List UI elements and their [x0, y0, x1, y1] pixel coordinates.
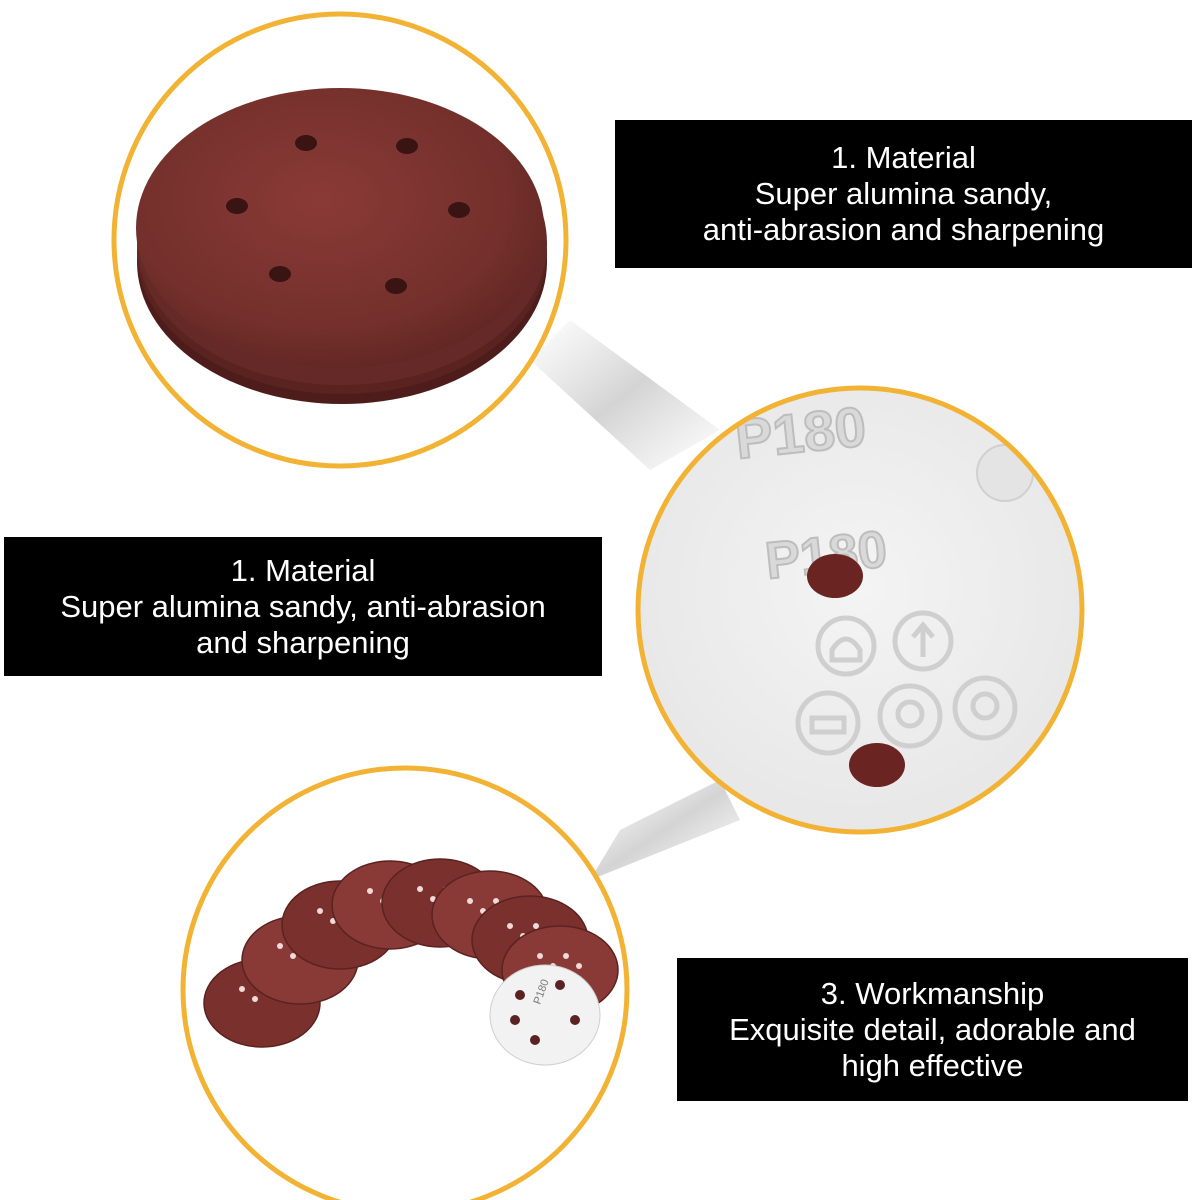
dust-hole-lower: [849, 743, 905, 787]
bottom-detail-circle: P180: [180, 765, 630, 1200]
connector-beam-top: [530, 320, 720, 470]
velcro-dot: [976, 444, 1034, 502]
backing-disc-hole: [530, 1035, 540, 1045]
caption-title: 1. Material: [230, 552, 376, 588]
backing-disc-hole: [515, 990, 525, 1000]
caption-line: and sharpening: [196, 624, 410, 660]
backing-disc: [489, 964, 601, 1066]
caption-title: 1. Material: [831, 140, 976, 175]
caption-title: 3. Workmanship: [820, 975, 1045, 1011]
fanned-disc-hole: [417, 886, 423, 892]
safety-symbol-icon: [795, 610, 1018, 756]
dust-hole-upper: [807, 554, 863, 598]
caption-line: anti-abrasion and sharpening: [702, 212, 1105, 247]
fanned-disc-hole: [533, 923, 539, 929]
backing-disc-hole: [510, 1015, 520, 1025]
fanned-disc-hole: [537, 953, 543, 959]
middle-detail-circle: P180 P180: [635, 385, 1085, 835]
caption-line: Exquisite detail, adorable and: [729, 1011, 1136, 1047]
backing-disc-hole: [570, 1015, 580, 1025]
fanned-disc-hole: [493, 898, 499, 904]
fanned-disc-hole: [507, 923, 513, 929]
caption-workmanship: 3. Workmanship Exquisite detail, adorabl…: [677, 958, 1188, 1101]
fanned-disc-hole: [252, 996, 258, 1002]
fanned-disc-hole: [576, 963, 582, 969]
fanned-disc-hole: [290, 953, 296, 959]
fanned-disc-hole: [467, 898, 473, 904]
grit-label-middle: P180: [763, 520, 890, 590]
fanned-disc-hole: [317, 908, 323, 914]
connector-beam-bottom: [590, 780, 740, 880]
sanding-disc-icon: [226, 135, 470, 294]
top-detail-circle: [111, 11, 569, 469]
fanned-disc-hole: [277, 943, 283, 949]
fanned-disc-hole: [563, 953, 569, 959]
caption-line: high effective: [841, 1047, 1024, 1083]
fanned-disc-hole: [367, 888, 373, 894]
caption-line: Super alumina sandy, anti-abrasion: [60, 588, 546, 624]
backing-disc-hole: [555, 980, 565, 990]
fanned-disc-hole: [239, 986, 245, 992]
caption-material-middle: 1. Material Super alumina sandy, anti-ab…: [4, 537, 602, 676]
caption-line: Super alumina sandy,: [754, 176, 1053, 211]
caption-material-top: 1. Material Super alumina sandy, anti-ab…: [615, 120, 1192, 268]
